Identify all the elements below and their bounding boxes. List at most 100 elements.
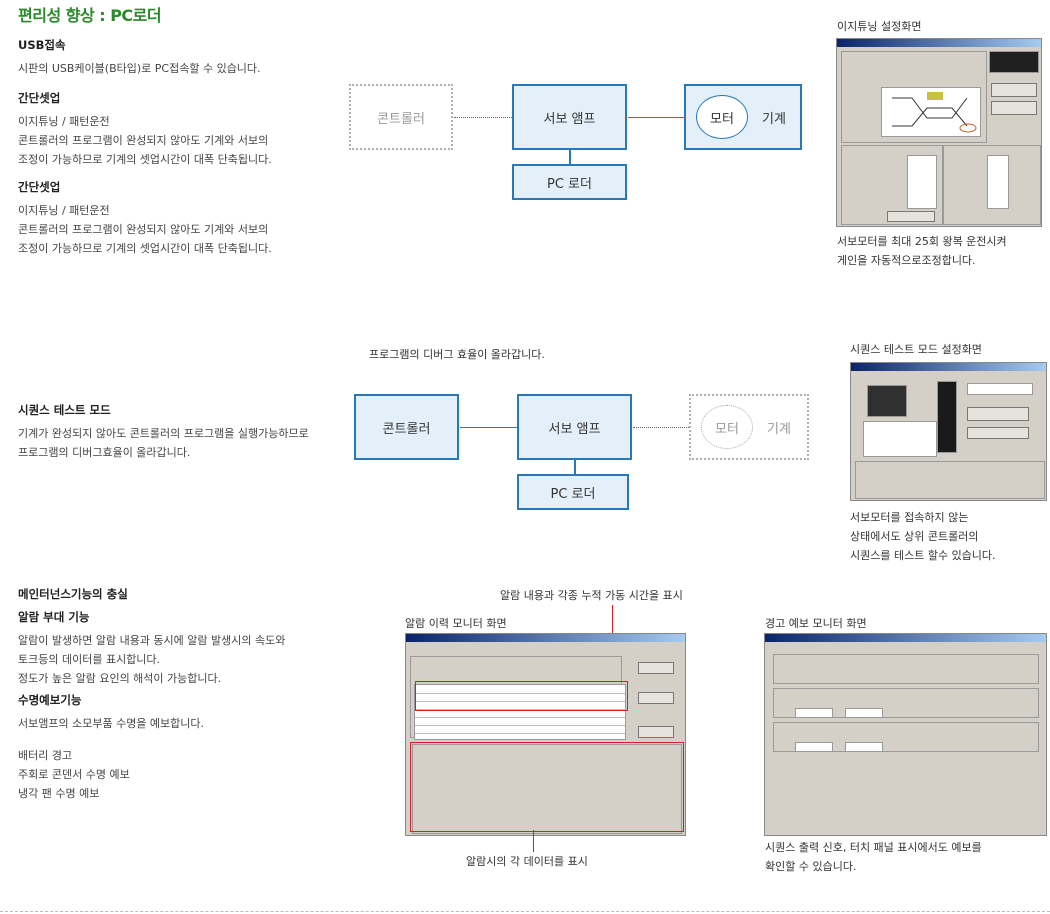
wiring-diagram bbox=[863, 421, 937, 457]
battery-group bbox=[773, 654, 1039, 684]
sequence-test-line2: 프로그램의 디버그효율이 올라갑니다. bbox=[18, 446, 191, 459]
setup-section-2: 간단셋업 이지튜닝 / 패턴운전 콘트롤러의 프로그램이 완성되지 않아도 기계… bbox=[18, 178, 338, 258]
alarm-line3: 정도가 높은 알람 요인의 해석이 가능합니다. bbox=[18, 672, 222, 685]
servo-amp-box-2: 서보 앰프 bbox=[517, 394, 632, 460]
setup-line-1c: 조정이 가능하므로 기계의 셋업시간이 대폭 단축됩니다. bbox=[18, 153, 272, 166]
machine-label: 기계 bbox=[762, 111, 786, 127]
divider bbox=[0, 911, 1050, 912]
usb-section: USB접속 시판의 USB케이블(B타입)로 PC접속할 수 있습니다. bbox=[18, 36, 338, 78]
position-graph bbox=[881, 87, 981, 137]
apply-button[interactable] bbox=[991, 101, 1037, 115]
motor-machine-box: 모터 기계 bbox=[684, 84, 802, 150]
screen2-caption: 서보모터를 접속하지 않는 상태에서도 상위 콘트롤러의 시퀀스를 테스트 할수… bbox=[850, 508, 1050, 565]
alarm-detail-group bbox=[412, 744, 682, 834]
setup-heading-1: 간단셋업 bbox=[18, 91, 61, 105]
setup-line-1a: 이지튜닝 / 패턴운전 bbox=[18, 115, 110, 128]
usb-heading: USB접속 bbox=[18, 38, 66, 52]
screen2-caption-line2: 상태에서도 상위 콘트롤러의 bbox=[850, 530, 979, 543]
connector-line bbox=[574, 460, 576, 474]
alarm-top-annotation: 알람 내용과 각종 누적 가동 시간을 표시 bbox=[500, 589, 683, 602]
trajectory-chart bbox=[892, 92, 977, 133]
motor-machine-box-dashed: 모터 기계 bbox=[689, 394, 809, 460]
setup-line-1b: 콘트롤러의 프로그램이 완성되지 않아도 기계와 서보의 bbox=[18, 134, 269, 147]
alarm-line1: 알람이 발생하면 알람 내용과 동시에 알람 발생시의 속도와 bbox=[18, 634, 286, 647]
window-titlebar bbox=[837, 39, 1041, 47]
start-button[interactable] bbox=[967, 407, 1029, 421]
monitor-values bbox=[987, 155, 1009, 209]
controller-box-dashed: 콘트롤러 bbox=[349, 84, 453, 150]
setup-line-2a: 이지튜닝 / 패턴운전 bbox=[18, 204, 110, 217]
motor-circle: 모터 bbox=[696, 95, 748, 139]
alarm-bottom-annotation: 알람시의 각 데이터를 표시 bbox=[466, 855, 588, 868]
fan-time bbox=[845, 742, 883, 752]
connector-line bbox=[633, 427, 689, 428]
setup-heading-2: 간단셋업 bbox=[18, 180, 61, 194]
write-parameter-button[interactable] bbox=[887, 211, 935, 222]
connector-line bbox=[569, 150, 571, 164]
window-titlebar bbox=[406, 634, 685, 642]
start-stop-button[interactable] bbox=[991, 83, 1037, 97]
easy-tuning-badge bbox=[989, 51, 1039, 73]
list-item: 주회로 콘덴서 수명 예보 bbox=[18, 768, 130, 781]
screen1-caption-line1: 서보모터를 최대 25회 왕복 운전시켜 bbox=[837, 235, 1007, 248]
setup-line-2b: 콘트롤러의 프로그램이 완성되지 않아도 기계와 서보의 bbox=[18, 223, 269, 236]
life-items: 배터리 경고 주회로 콘덴서 수명 예보 냉각 팬 수명 예보 bbox=[18, 746, 348, 803]
sequence-test-section: 시퀀스 테스트 모드 기계가 완성되지 않아도 콘트롤러의 프로그램을 실행가능… bbox=[18, 401, 348, 462]
settings-group bbox=[841, 51, 987, 143]
maintenance-section: 메인터넌스기능의 충실 알람 부대 기능 알람이 발생하면 알람 내용과 동시에… bbox=[18, 585, 348, 688]
connector-line bbox=[454, 117, 512, 118]
maintenance-heading: 메인터넌스기능의 충실 bbox=[18, 587, 128, 601]
alarm-heading: 알람 부대 기능 bbox=[18, 610, 90, 624]
connector-line bbox=[460, 427, 517, 428]
machine-label-2: 기계 bbox=[767, 421, 791, 437]
easy-tuning-screenshot bbox=[836, 38, 1042, 227]
capacitor-group bbox=[773, 688, 1039, 718]
connector-line bbox=[628, 117, 684, 118]
history-clear-button[interactable] bbox=[638, 692, 674, 704]
usb-text: 시판의 USB케이블(B타입)로 PC접속할 수 있습니다. bbox=[18, 62, 261, 75]
alarm-history-screenshot bbox=[405, 633, 686, 836]
parameter-inputs[interactable] bbox=[907, 155, 937, 209]
fan-value bbox=[795, 742, 833, 752]
list-item: 냉각 팬 수명 예보 bbox=[18, 787, 100, 800]
annotation-line bbox=[533, 830, 534, 852]
notes-group bbox=[855, 461, 1045, 499]
screen3-title: 알람 이력 모니터 화면 bbox=[405, 617, 507, 630]
pc-loader-box-2: PC 로더 bbox=[517, 474, 629, 510]
motor-circle-dashed: 모터 bbox=[701, 405, 753, 449]
screen2-caption-line3: 시퀀스를 테스트 할수 있습니다. bbox=[850, 549, 996, 562]
life-section: 수명예보기능 서보앰프의 소모부품 수명을 예보합니다. bbox=[18, 691, 348, 733]
capacitor-time bbox=[845, 708, 883, 718]
controller-image bbox=[867, 385, 907, 417]
annotation-box bbox=[415, 681, 628, 711]
page-title: 편리성 향상 : PC로더 bbox=[18, 6, 162, 25]
capacitor-value bbox=[795, 708, 833, 718]
sequence-test-heading: 시퀀스 테스트 모드 bbox=[18, 403, 111, 417]
screen2-caption-line1: 서보모터를 접속하지 않는 bbox=[850, 511, 969, 524]
alarm-history-table bbox=[414, 684, 626, 740]
pc-loader-box: PC 로더 bbox=[512, 164, 627, 200]
sequence-test-screenshot bbox=[850, 362, 1047, 501]
screen4-caption: 시퀀스 출력 신호, 터치 패널 표시에서도 예보를 확인할 수 있습니다. bbox=[765, 838, 1045, 876]
window-titlebar bbox=[765, 634, 1046, 642]
window-titlebar bbox=[851, 363, 1046, 371]
screen1-caption-line2: 게인을 자동적으로조정합니다. bbox=[837, 254, 976, 267]
screen2-title: 시퀀스 테스트 모드 설정화면 bbox=[850, 343, 982, 356]
diagram2-note: 프로그램의 디버그 효율이 올라갑니다. bbox=[369, 348, 545, 361]
close-button[interactable] bbox=[967, 427, 1029, 439]
file-save-button[interactable] bbox=[638, 726, 674, 738]
monitor-group bbox=[943, 145, 1041, 225]
parameter-group bbox=[841, 145, 943, 225]
life-line1: 서보앰프의 소모부품 수명을 예보합니다. bbox=[18, 717, 205, 730]
screen4-title: 경고 예보 모니터 화면 bbox=[765, 617, 867, 630]
alarm-reset-button[interactable] bbox=[638, 662, 674, 674]
setup-section-1: 간단셋업 이지튜닝 / 패턴운전 콘트롤러의 프로그램이 완성되지 않아도 기계… bbox=[18, 89, 338, 169]
servo-amp-box: 서보 앰프 bbox=[512, 84, 627, 150]
alarm-line2: 토크등의 데이터를 표시합니다. bbox=[18, 653, 161, 666]
encoder-select[interactable] bbox=[967, 383, 1033, 395]
screen4-caption-line1: 시퀀스 출력 신호, 터치 패널 표시에서도 예보를 bbox=[765, 841, 982, 854]
list-item: 배터리 경고 bbox=[18, 749, 73, 762]
setup-line-2c: 조정이 가능하므로 기계의 셋업시간이 대폭 단축됩니다. bbox=[18, 242, 272, 255]
fan-group bbox=[773, 722, 1039, 752]
warning-monitor-screenshot bbox=[764, 633, 1047, 836]
